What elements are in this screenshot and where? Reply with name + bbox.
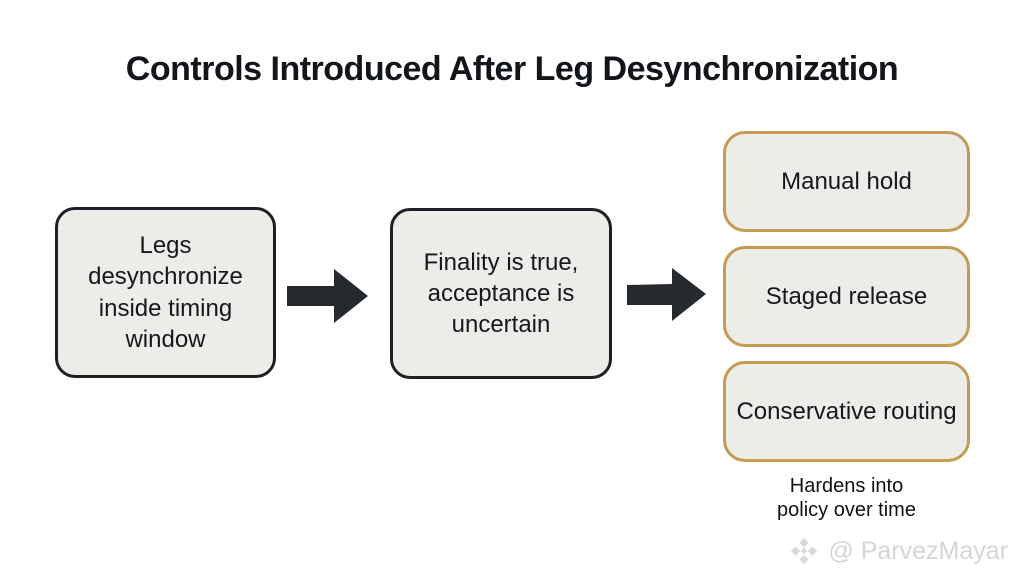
watermark-handle: @ ParvezMayar [828,536,1008,565]
watermark: @ ParvezMayar [789,536,1008,566]
control-box-staged-release: Staged release [723,246,970,347]
control-label: Manual hold [781,167,912,195]
control-label: Staged release [765,282,928,310]
node-state: Finality is true, acceptance is uncertai… [390,208,612,379]
node-trigger: Legs desynchronize inside timing window [55,207,276,378]
node-state-label: Finality is true, acceptance is uncertai… [423,248,579,339]
flow-arrow-2 [627,265,707,328]
control-box-manual-hold: Manual hold [723,131,970,232]
control-label: Conservative routing [736,397,957,425]
right-block-arrow-icon [627,268,707,327]
right-block-arrow-icon [287,269,369,329]
page-title: Controls Introduced After Leg Desynchron… [125,50,899,88]
node-trigger-label: Legs desynchronize inside timing window [88,232,243,353]
controls-caption: Hardens into policy over time [777,475,916,521]
flow-arrow-1 [287,267,369,330]
control-box-conservative-routing: Conservative routing [723,361,970,462]
diamond-logo-icon [789,536,819,566]
